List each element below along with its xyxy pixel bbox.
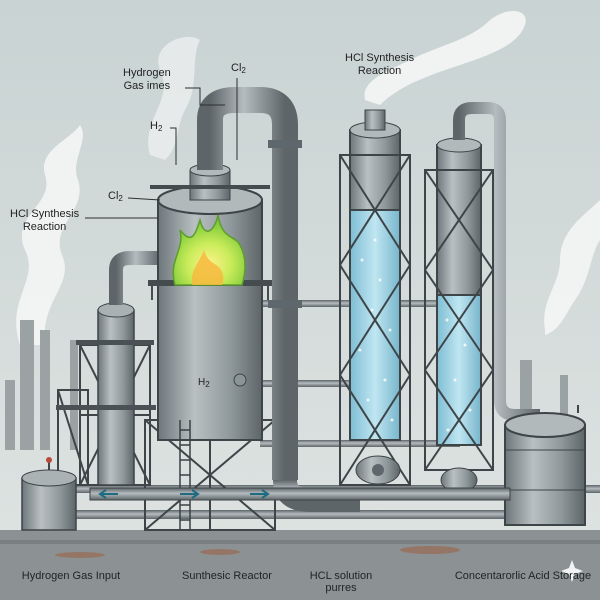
caption-reactor: Sunthesic Reactor xyxy=(182,570,272,582)
hydrogen-storage-tank xyxy=(21,457,77,531)
label-h2-reactor: H2 xyxy=(198,377,210,389)
smoke-plumes xyxy=(16,10,600,345)
caption-hydrogen-input: Hydrogen Gas Input xyxy=(21,570,121,582)
label-leaders xyxy=(85,78,238,219)
caption-storage: Concentarorlic Acid Storage xyxy=(454,570,592,582)
label-hcl-synthesis-left: HCl Synthesis Reaction xyxy=(10,208,80,233)
caption-solution: HCL solution purres xyxy=(309,570,373,594)
synthesis-reactor xyxy=(144,147,340,531)
label-h2-left: H2 xyxy=(150,120,163,133)
label-hydrogen-gas-lines: Hydrogen Gas imes xyxy=(123,67,171,92)
flow-pipe xyxy=(89,487,511,501)
hcl-purification-column xyxy=(424,102,540,493)
reactor-ladder xyxy=(179,420,191,530)
flame-icon xyxy=(172,214,246,286)
rust-stains xyxy=(55,546,460,558)
label-cl2-top: Cl2 xyxy=(231,62,246,75)
label-hcl-synthesis-right: HCl Synthesis Reaction xyxy=(345,52,415,77)
acid-storage-tank xyxy=(504,405,586,526)
valve-icon xyxy=(372,464,384,476)
hcl-absorption-column xyxy=(339,109,411,486)
hydrogen-input-tower xyxy=(56,251,160,486)
valve-icon xyxy=(46,457,52,463)
label-cl2-left: Cl2 xyxy=(108,190,123,203)
sparkle-icon xyxy=(561,560,583,582)
